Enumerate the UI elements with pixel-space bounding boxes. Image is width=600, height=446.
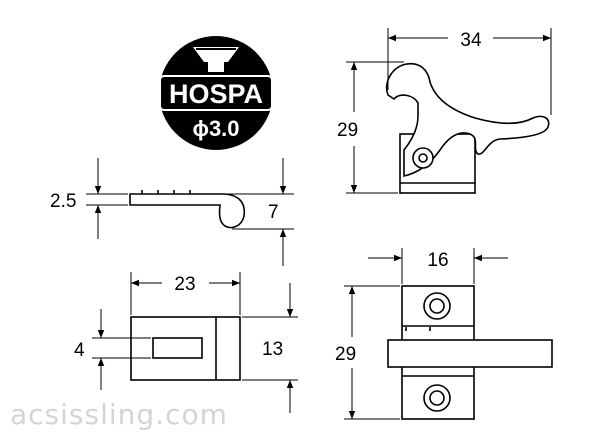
latch-side-view bbox=[385, 62, 550, 194]
dim-top-slot bbox=[92, 309, 151, 390]
hospa-logo: HOSPA ϕ3.0 bbox=[159, 36, 273, 150]
dim-side-height bbox=[226, 158, 294, 266]
dim-latch-width bbox=[387, 28, 552, 115]
label-top-height: 13 bbox=[262, 339, 283, 360]
label-slot: 4 bbox=[74, 340, 85, 361]
label-thickness: 2.5 bbox=[50, 191, 76, 212]
label-latch-width: 34 bbox=[460, 30, 482, 51]
dim-top-height bbox=[242, 283, 298, 413]
dim-top-width bbox=[130, 272, 241, 315]
logo-brand: HOSPA bbox=[169, 79, 263, 109]
dim-side-thickness bbox=[86, 158, 128, 239]
screw-icon bbox=[193, 47, 239, 72]
watermark-text: acsissling.com bbox=[10, 398, 228, 431]
top-view-plate bbox=[130, 316, 241, 381]
label-latch-front-height: 29 bbox=[335, 344, 356, 365]
dim-latch-front-width bbox=[368, 248, 508, 284]
logo-spec: ϕ3.0 bbox=[192, 116, 239, 141]
logo-band bbox=[159, 75, 273, 111]
label-top-width: 23 bbox=[174, 274, 195, 295]
label-latch-front-width: 16 bbox=[427, 250, 448, 271]
label-latch-side-height: 29 bbox=[337, 120, 358, 141]
side-view-profile bbox=[129, 190, 246, 229]
dim-latch-side-height bbox=[346, 61, 404, 194]
label-side-height: 7 bbox=[268, 202, 279, 223]
dim-latch-front-height bbox=[344, 285, 400, 420]
latch-front-view bbox=[387, 285, 553, 420]
